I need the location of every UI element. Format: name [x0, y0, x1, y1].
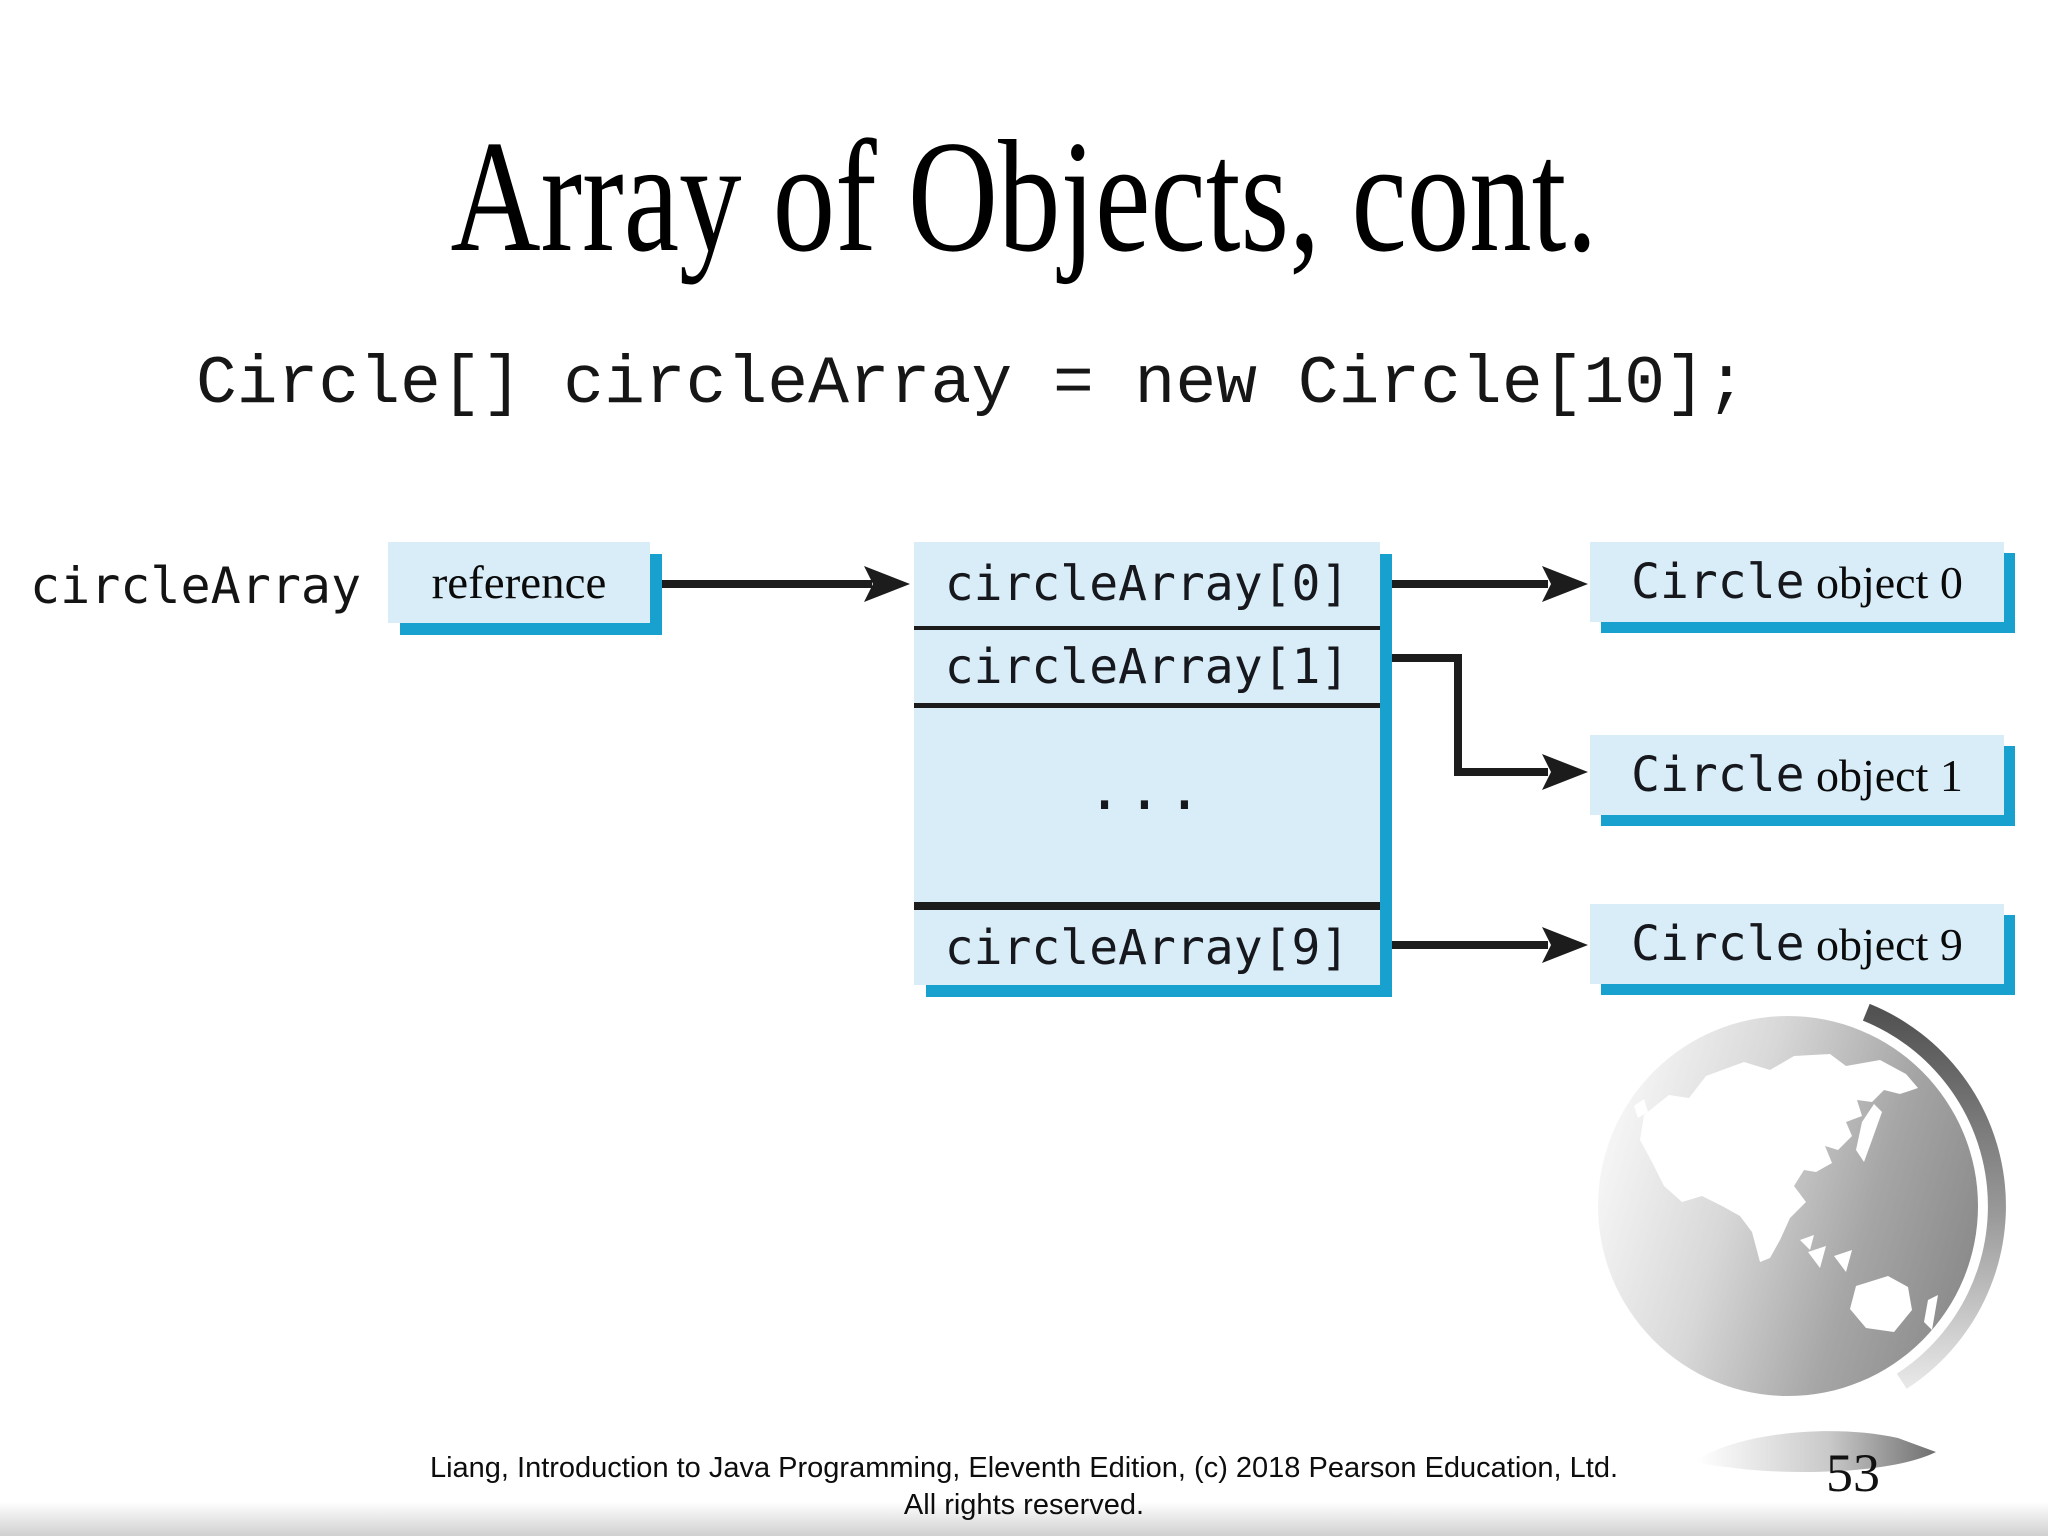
globe-landmass: [1634, 1054, 1938, 1332]
arrow-to-object-1: [1392, 654, 1588, 790]
object-0-class: Circle: [1631, 554, 1805, 610]
arrow1-line: [1392, 654, 1548, 776]
arrow0-head-icon: [1542, 566, 1588, 602]
object-box-1: Circle object 1: [1590, 735, 2004, 815]
array-cell-1: circleArray[1]: [944, 638, 1350, 695]
object-0-label: object 0: [1804, 556, 1963, 608]
object-9-label: object 9: [1804, 918, 1963, 970]
array-divider-1: [914, 626, 1380, 630]
array-cell-9: circleArray[9]: [944, 919, 1350, 976]
array-divider-3: [914, 902, 1380, 910]
object-9-class: Circle: [1631, 916, 1805, 972]
arrow-to-object-0: [1392, 566, 1588, 602]
reference-box-label: reference: [431, 556, 607, 609]
reference-arrowhead-icon: [864, 566, 910, 602]
footer: Liang, Introduction to Java Programming,…: [0, 1450, 2048, 1524]
globe-crescent-arc: [1862, 1003, 2006, 1389]
object-box-0: Circle object 0: [1590, 542, 2004, 622]
object-box-9: Circle object 9: [1590, 904, 2004, 984]
page-title: Array of Objects, cont.: [450, 107, 1598, 285]
footer-line-1: Liang, Introduction to Java Programming,…: [429, 1452, 1619, 1484]
arrow-to-object-9: [1392, 927, 1588, 963]
variable-label: circleArray: [30, 557, 362, 615]
array-box: circleArray[0] circleArray[1] ... circle…: [914, 542, 1380, 985]
array-ellipsis: ...: [1087, 755, 1207, 823]
object-1-label: object 1: [1804, 749, 1963, 801]
footer-line-2: All rights reserved.: [903, 1489, 1145, 1521]
bottom-fade: [0, 1502, 2048, 1536]
page-number: 53: [1826, 1443, 1880, 1503]
arrow1-head-icon: [1542, 754, 1588, 790]
globe-shadow-swoosh: [1697, 1431, 1936, 1473]
array-cell-0: circleArray[0]: [944, 556, 1350, 612]
arrow9-head-icon: [1542, 927, 1588, 963]
object-1-class: Circle: [1631, 747, 1805, 803]
globe-icon: [1598, 1003, 2006, 1473]
code-line: Circle[] circleArray = new Circle[10];: [196, 346, 1747, 423]
reference-arrow: [650, 566, 910, 602]
reference-box: reference: [388, 542, 650, 623]
array-divider-2: [914, 703, 1380, 708]
